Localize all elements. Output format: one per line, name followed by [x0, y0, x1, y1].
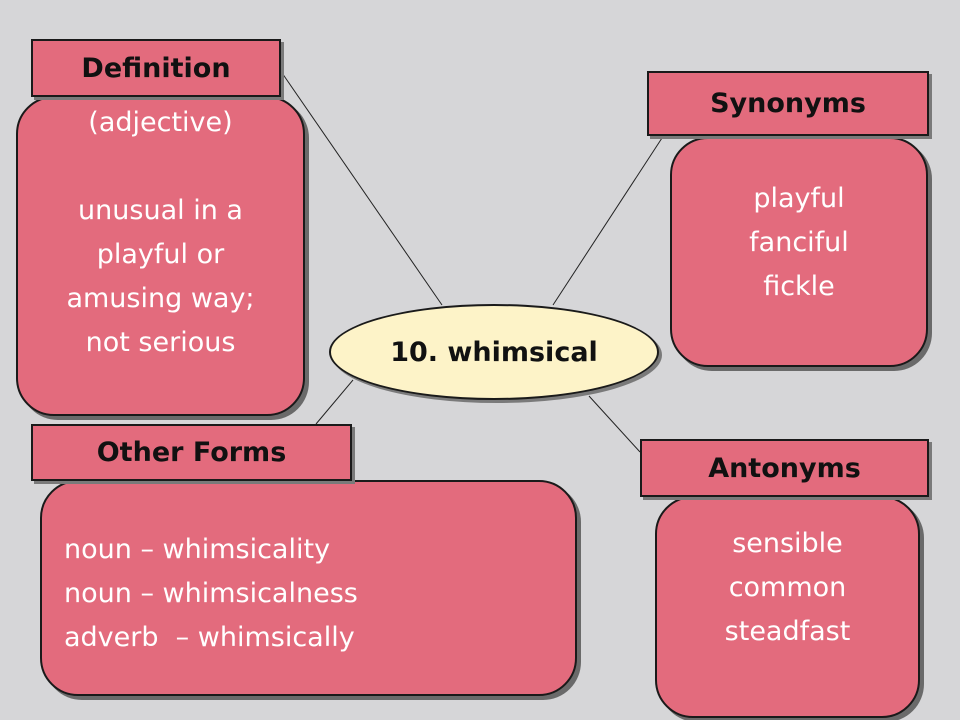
- definition-line: playful or: [96, 239, 225, 270]
- definition-box: (adjective) unusual in a playful or amus…: [16, 96, 305, 416]
- other-form-item: adverb – whimsically: [64, 622, 355, 653]
- connector-other-forms: [315, 379, 354, 425]
- center-word-oval: 10. whimsical: [329, 304, 659, 400]
- definition-line: (adjective): [88, 107, 233, 138]
- antonyms-heading: Antonyms: [640, 439, 929, 497]
- synonym-item: playful: [753, 183, 845, 214]
- other-forms-heading: Other Forms: [31, 424, 352, 481]
- definition-line: not serious: [85, 327, 236, 358]
- antonyms-box: sensible common steadfast: [655, 496, 920, 718]
- other-form-item: noun – whimsicality: [64, 534, 331, 565]
- antonym-item: steadfast: [724, 616, 851, 647]
- other-form-item: noun – whimsicalness: [64, 578, 358, 609]
- antonym-item: sensible: [732, 528, 843, 559]
- other-forms-box: noun – whimsicality noun – whimsicalness…: [40, 480, 577, 696]
- definition-line: amusing way;: [66, 283, 255, 314]
- definition-line: unusual in a: [78, 195, 243, 226]
- synonyms-heading: Synonyms: [647, 71, 929, 136]
- synonyms-box: playful fanciful fickle: [670, 137, 928, 367]
- connector-synonyms: [552, 137, 663, 306]
- antonym-item: common: [728, 572, 847, 603]
- definition-line: [18, 145, 303, 189]
- synonym-item: fanciful: [749, 227, 849, 258]
- center-word-label: 10. whimsical: [390, 336, 598, 368]
- connector-antonyms: [588, 395, 641, 453]
- connector-definition: [279, 69, 443, 306]
- definition-heading: Definition: [31, 39, 281, 97]
- synonym-item: fickle: [763, 271, 835, 302]
